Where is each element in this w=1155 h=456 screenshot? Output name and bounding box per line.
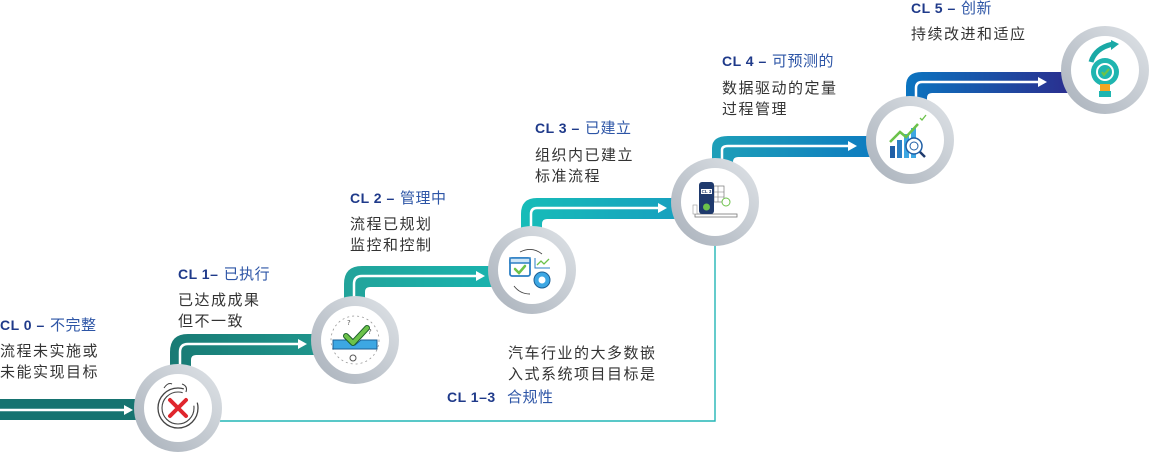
path-segment-4	[712, 136, 875, 166]
note-name: 合规性	[506, 388, 554, 406]
level-name: 可预测的	[772, 52, 835, 70]
path-segment-1	[170, 334, 318, 372]
level-code: CL 3 –	[535, 120, 580, 136]
level-1-title: CL 1– 已执行	[178, 263, 270, 284]
level-name: 已执行	[223, 265, 271, 283]
level-name: 管理中	[400, 189, 447, 207]
level-code: CL 4 –	[722, 53, 767, 69]
desc-line: 已达成成果	[178, 291, 261, 309]
level-3-badge: CL 3	[671, 158, 759, 246]
desc-line: 流程已规划	[350, 215, 433, 233]
level-3-description: 组织内已建立 标准流程	[535, 145, 634, 187]
cl3-document-icon: CL 3	[692, 182, 738, 218]
level-0-title: CL 0 – 不完整	[0, 314, 97, 335]
level-0-badge	[134, 364, 222, 452]
desc-line: 标准流程	[535, 167, 602, 185]
path-segment-0	[0, 399, 140, 420]
note-line: 汽车行业的大多数嵌	[508, 344, 657, 362]
desc-line: 流程未实施或	[0, 342, 100, 360]
svg-text:?: ?	[347, 319, 351, 327]
level-0-description: 流程未实施或 未能实现目标	[0, 341, 99, 383]
compliance-bracket-line	[220, 240, 716, 422]
path-segment-2	[344, 266, 496, 304]
svg-text:?: ?	[368, 328, 372, 336]
desc-line: 过程管理	[722, 100, 789, 118]
level-1-description: 已达成成果 但不一致	[178, 290, 261, 332]
desc-line: 持续改进和适应	[911, 25, 1027, 43]
broken-cycle-x-icon	[157, 382, 199, 429]
growth-chart-icon	[889, 114, 927, 158]
tray-check-icon: ? ?	[330, 315, 380, 365]
level-code: CL 1–	[178, 266, 219, 282]
compliance-note: 汽车行业的大多数嵌 入式系统项目目标是	[508, 343, 657, 385]
level-code: CL 5 –	[911, 0, 956, 16]
compliance-note-target: CL 1–3 合规性	[447, 386, 553, 407]
level-name: 创新	[961, 0, 993, 17]
desc-line: 组织内已建立	[535, 146, 635, 164]
level-code: CL 2 –	[350, 190, 395, 206]
level-name: 已建立	[585, 119, 632, 137]
desc-line: 监控和控制	[350, 236, 433, 254]
desc-line: 数据驱动的定量	[722, 79, 838, 97]
level-4-description: 数据驱动的定量 过程管理	[722, 78, 838, 120]
level-2-badge	[488, 226, 576, 314]
level-1-badge: ? ?	[311, 296, 399, 384]
desc-line: 未能实现目标	[0, 363, 100, 381]
calendar-gear-icon	[509, 249, 551, 295]
level-5-badge	[1061, 26, 1149, 114]
level-5-title: CL 5 – 创新	[911, 0, 992, 18]
level-4-badge	[866, 96, 954, 184]
level-5-description: 持续改进和适应	[911, 24, 1027, 45]
level-name: 不完整	[50, 316, 97, 334]
path-segment-3	[521, 198, 680, 234]
lightbulb-arrow-icon	[1088, 40, 1119, 97]
cl3-icon-label: CL 3	[702, 189, 712, 194]
desc-line: 但不一致	[178, 312, 245, 330]
path-segment-5	[906, 72, 1068, 104]
note-code: CL 1–3	[447, 389, 496, 405]
level-3-title: CL 3 – 已建立	[535, 117, 632, 138]
level-code: CL 0 –	[0, 317, 45, 333]
level-2-description: 流程已规划 监控和控制	[350, 214, 433, 256]
level-2-title: CL 2 – 管理中	[350, 187, 447, 208]
level-4-title: CL 4 – 可预测的	[722, 50, 834, 71]
note-line: 入式系统项目目标是	[508, 365, 657, 383]
